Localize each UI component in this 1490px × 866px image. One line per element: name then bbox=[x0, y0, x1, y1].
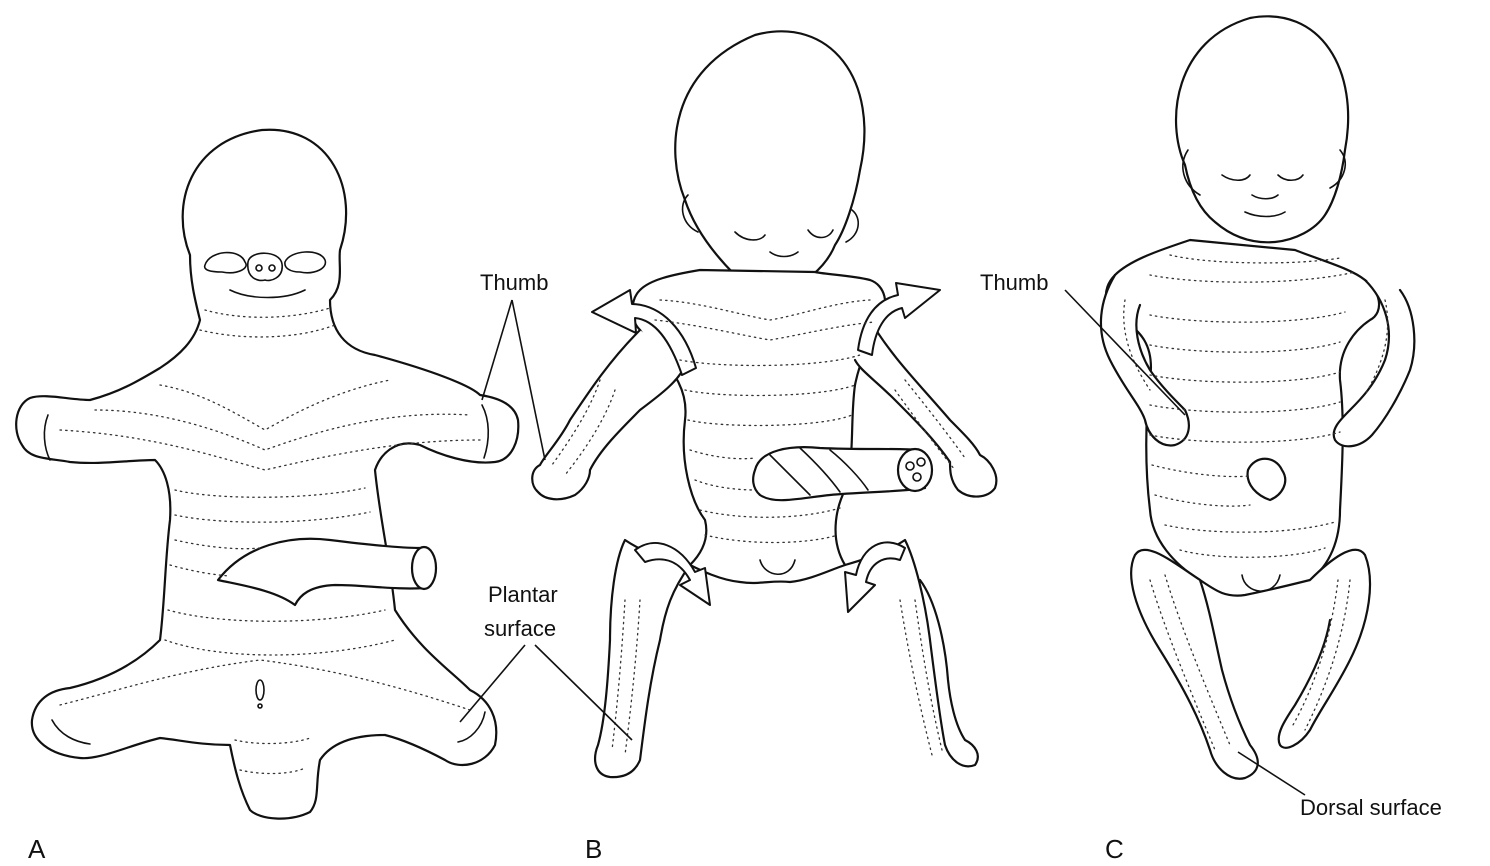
label-thumb-b-text: Thumb bbox=[480, 270, 548, 295]
fetus-b: B bbox=[532, 31, 996, 864]
label-dorsal-surface: Dorsal surface bbox=[1238, 752, 1442, 820]
fetus-c-head bbox=[1176, 16, 1348, 242]
leader-plantar-to-a bbox=[460, 645, 525, 722]
label-plantar-line1: Plantar bbox=[488, 582, 558, 607]
label-thumb-c-text: Thumb bbox=[980, 270, 1048, 295]
panel-label-c: C bbox=[1105, 834, 1124, 864]
embryo-a: A bbox=[16, 130, 518, 864]
fetus-b-leg-left bbox=[595, 540, 690, 777]
fetus-b-head bbox=[675, 31, 864, 293]
fetus-c: C bbox=[1101, 16, 1414, 864]
leader-thumb-b-to-a bbox=[482, 300, 512, 400]
embryo-a-body bbox=[16, 130, 518, 819]
rotation-arrow-hip-right bbox=[845, 542, 905, 612]
embryo-a-cord-end bbox=[412, 547, 436, 589]
label-plantar-line2: surface bbox=[484, 616, 556, 641]
fetus-b-torso bbox=[633, 270, 886, 583]
panel-label-a: A bbox=[28, 834, 46, 864]
fetus-b-arm-left bbox=[532, 330, 685, 499]
label-dorsal-text: Dorsal surface bbox=[1300, 795, 1442, 820]
fetus-b-cord-end bbox=[898, 449, 932, 491]
panel-label-b: B bbox=[585, 834, 602, 864]
